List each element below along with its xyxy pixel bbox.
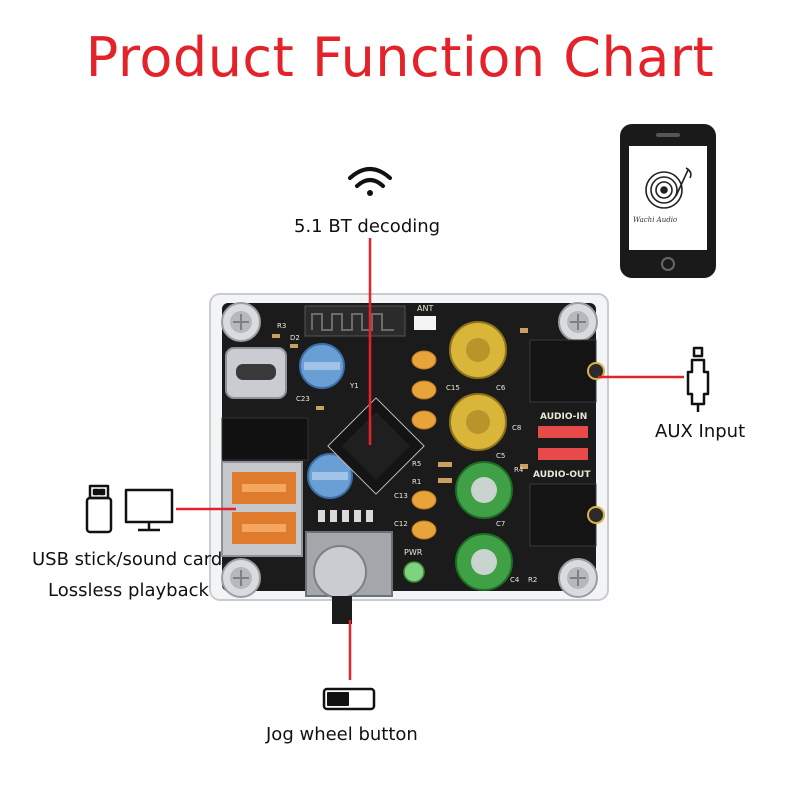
board-mark-r5: R5 (412, 460, 422, 468)
aux-input-label: AUX Input (655, 421, 746, 442)
usb-label-line2: Lossless playback (48, 580, 209, 601)
green-capacitor (455, 461, 513, 591)
board-mark-r1: R1 (412, 478, 422, 486)
board-mark-c13: C13 (394, 492, 408, 500)
board-mark-c6: C6 (496, 384, 506, 392)
toggle-switch-icon (322, 687, 376, 711)
aux-plug-icon (686, 346, 710, 412)
board-mark-d2: D2 (290, 334, 300, 342)
audio-board (209, 293, 609, 624)
audio-jack (529, 339, 605, 547)
main-chip (327, 397, 425, 495)
gold-capacitor (449, 321, 507, 451)
record-logo-icon (645, 167, 692, 209)
board-mark-c4: C4 (510, 576, 520, 584)
bt-decoding-label: 5.1 BT decoding (294, 216, 441, 237)
usb-label-line1: USB stick/sound card (32, 549, 223, 570)
board-mark-c8: C8 (512, 424, 522, 432)
board-mark-c12: C12 (394, 520, 408, 528)
board-mark-c5: C5 (496, 452, 506, 460)
board-mark-c7: C7 (496, 520, 506, 528)
board-mark-r4: R4 (514, 466, 524, 474)
board-mark-c23: C23 (296, 395, 310, 403)
board-mark-c15: C15 (446, 384, 460, 392)
board-mark-y1: Y1 (350, 382, 359, 390)
jog-wheel (305, 531, 393, 624)
usb-stick-icon (85, 484, 113, 534)
blue-capacitor (299, 343, 353, 499)
page-title: Product Function Chart (85, 26, 715, 89)
wifi-icon (348, 167, 392, 196)
small-capacitor (411, 350, 437, 540)
board-mark-ant: ANT (417, 304, 434, 313)
board-mark-r3: R3 (277, 322, 287, 330)
board-mark-audio-in: AUDIO-IN (540, 412, 588, 422)
phone-icon (620, 124, 716, 278)
monitor-icon (124, 488, 174, 532)
phone-logo-text: Wachi Audio (633, 216, 678, 224)
callout-lines (176, 238, 684, 680)
board-mark-r2: R2 (528, 576, 538, 584)
board-mark-pwr: PWR (404, 548, 423, 557)
jog-wheel-label: Jog wheel button (266, 724, 418, 745)
board-mark-audio-out: AUDIO-OUT (533, 470, 591, 480)
